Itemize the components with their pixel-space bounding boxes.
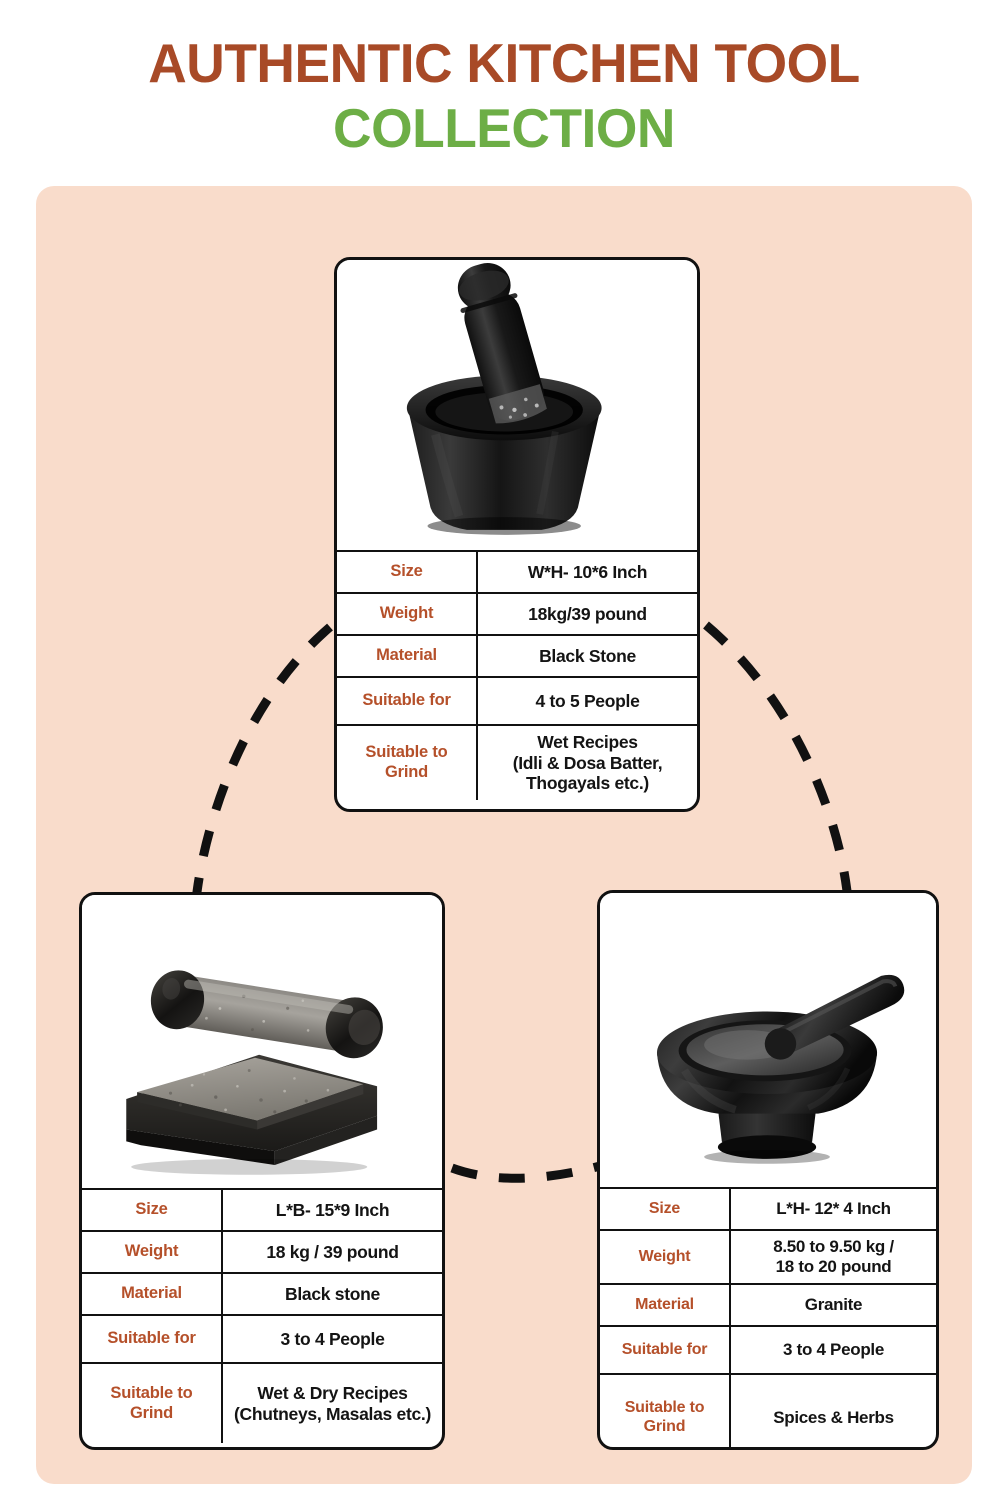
spec-value: Black Stone [477,634,697,677]
spec-value: Granite [730,1283,936,1327]
table-row: Suitable for 3 to 4 People [600,1325,936,1375]
spec-table-granite-mortar-bowl: Size L*H- 12* 4 Inch Weight 8.50 to 9.50… [600,1187,936,1447]
table-row: Material Black stone [82,1272,442,1315]
table-row: Suitable for 4 to 5 People [337,676,697,725]
spec-label: Size [600,1187,731,1230]
spec-value: 3 to 4 People [730,1325,936,1375]
table-row: Weight 8.50 to 9.50 kg /18 to 20 pound [600,1228,936,1285]
spec-label: Suitable for [82,1314,223,1363]
flat-grinding-stone-illustration [126,970,383,1175]
table-row: Weight 18kg/39 pound [337,592,697,635]
table-row: Material Black Stone [337,634,697,677]
spec-value: 18kg/39 pound [477,592,697,635]
spec-label: Weight [82,1230,223,1273]
spec-label: Size [82,1188,223,1231]
page-title: AUTHENTIC KITCHEN TOOL COLLECTION [0,36,1008,156]
spec-label: Material [337,634,478,677]
spec-value: 8.50 to 9.50 kg /18 to 20 pound [730,1228,936,1285]
granite-mortar-bowl-illustration [656,974,905,1164]
product-card-mortar-and-pestle[interactable]: Size W*H- 10*6 Inch Weight 18kg/39 pound… [334,257,700,812]
page-title-line-1: AUTHENTIC KITCHEN TOOL [148,32,860,94]
spec-value: Wet Recipes(Idli & Dosa Batter,Thogayals… [477,724,697,800]
product-photo-mortar-and-pestle [337,260,697,550]
page-title-line-2: COLLECTION [333,97,675,159]
product-card-flat-grinding-stone[interactable]: Size L*B- 15*9 Inch Weight 18 kg / 39 po… [79,892,445,1450]
spec-label: Weight [600,1228,731,1285]
spec-value: L*H- 12* 4 Inch [730,1187,936,1230]
spec-label: Material [600,1283,731,1327]
table-row: Weight 18 kg / 39 pound [82,1230,442,1273]
spec-table-mortar-and-pestle: Size W*H- 10*6 Inch Weight 18kg/39 pound… [337,550,697,800]
product-photo-granite-mortar-bowl [600,893,936,1187]
spec-label: Weight [337,592,478,635]
spec-label: Suitable for [337,676,478,725]
table-row: Size W*H- 10*6 Inch [337,550,697,593]
spec-value: 18 kg / 39 pound [222,1230,442,1273]
table-row: Material Granite [600,1283,936,1327]
mortar-and-pestle-illustration [406,263,602,535]
spec-value: Wet & Dry Recipes(Chutneys, Masalas etc.… [222,1362,442,1443]
table-row: Suitable for 3 to 4 People [82,1314,442,1363]
table-row: Size L*B- 15*9 Inch [82,1188,442,1231]
product-photo-flat-grinding-stone [82,895,442,1188]
spec-value: Black stone [222,1272,442,1315]
spec-table-flat-grinding-stone: Size L*B- 15*9 Inch Weight 18 kg / 39 po… [82,1188,442,1443]
spec-value: 3 to 4 People [222,1314,442,1363]
spec-label: Suitable for [600,1325,731,1375]
spec-value: W*H- 10*6 Inch [477,550,697,593]
product-card-granite-mortar-bowl[interactable]: Size L*H- 12* 4 Inch Weight 8.50 to 9.50… [597,890,939,1450]
spec-label: Size [337,550,478,593]
spec-value: L*B- 15*9 Inch [222,1188,442,1231]
spec-label: Material [82,1272,223,1315]
spec-value: Spices & Herbs [730,1373,936,1447]
table-row: Size L*H- 12* 4 Inch [600,1187,936,1230]
spec-value: 4 to 5 People [477,676,697,725]
